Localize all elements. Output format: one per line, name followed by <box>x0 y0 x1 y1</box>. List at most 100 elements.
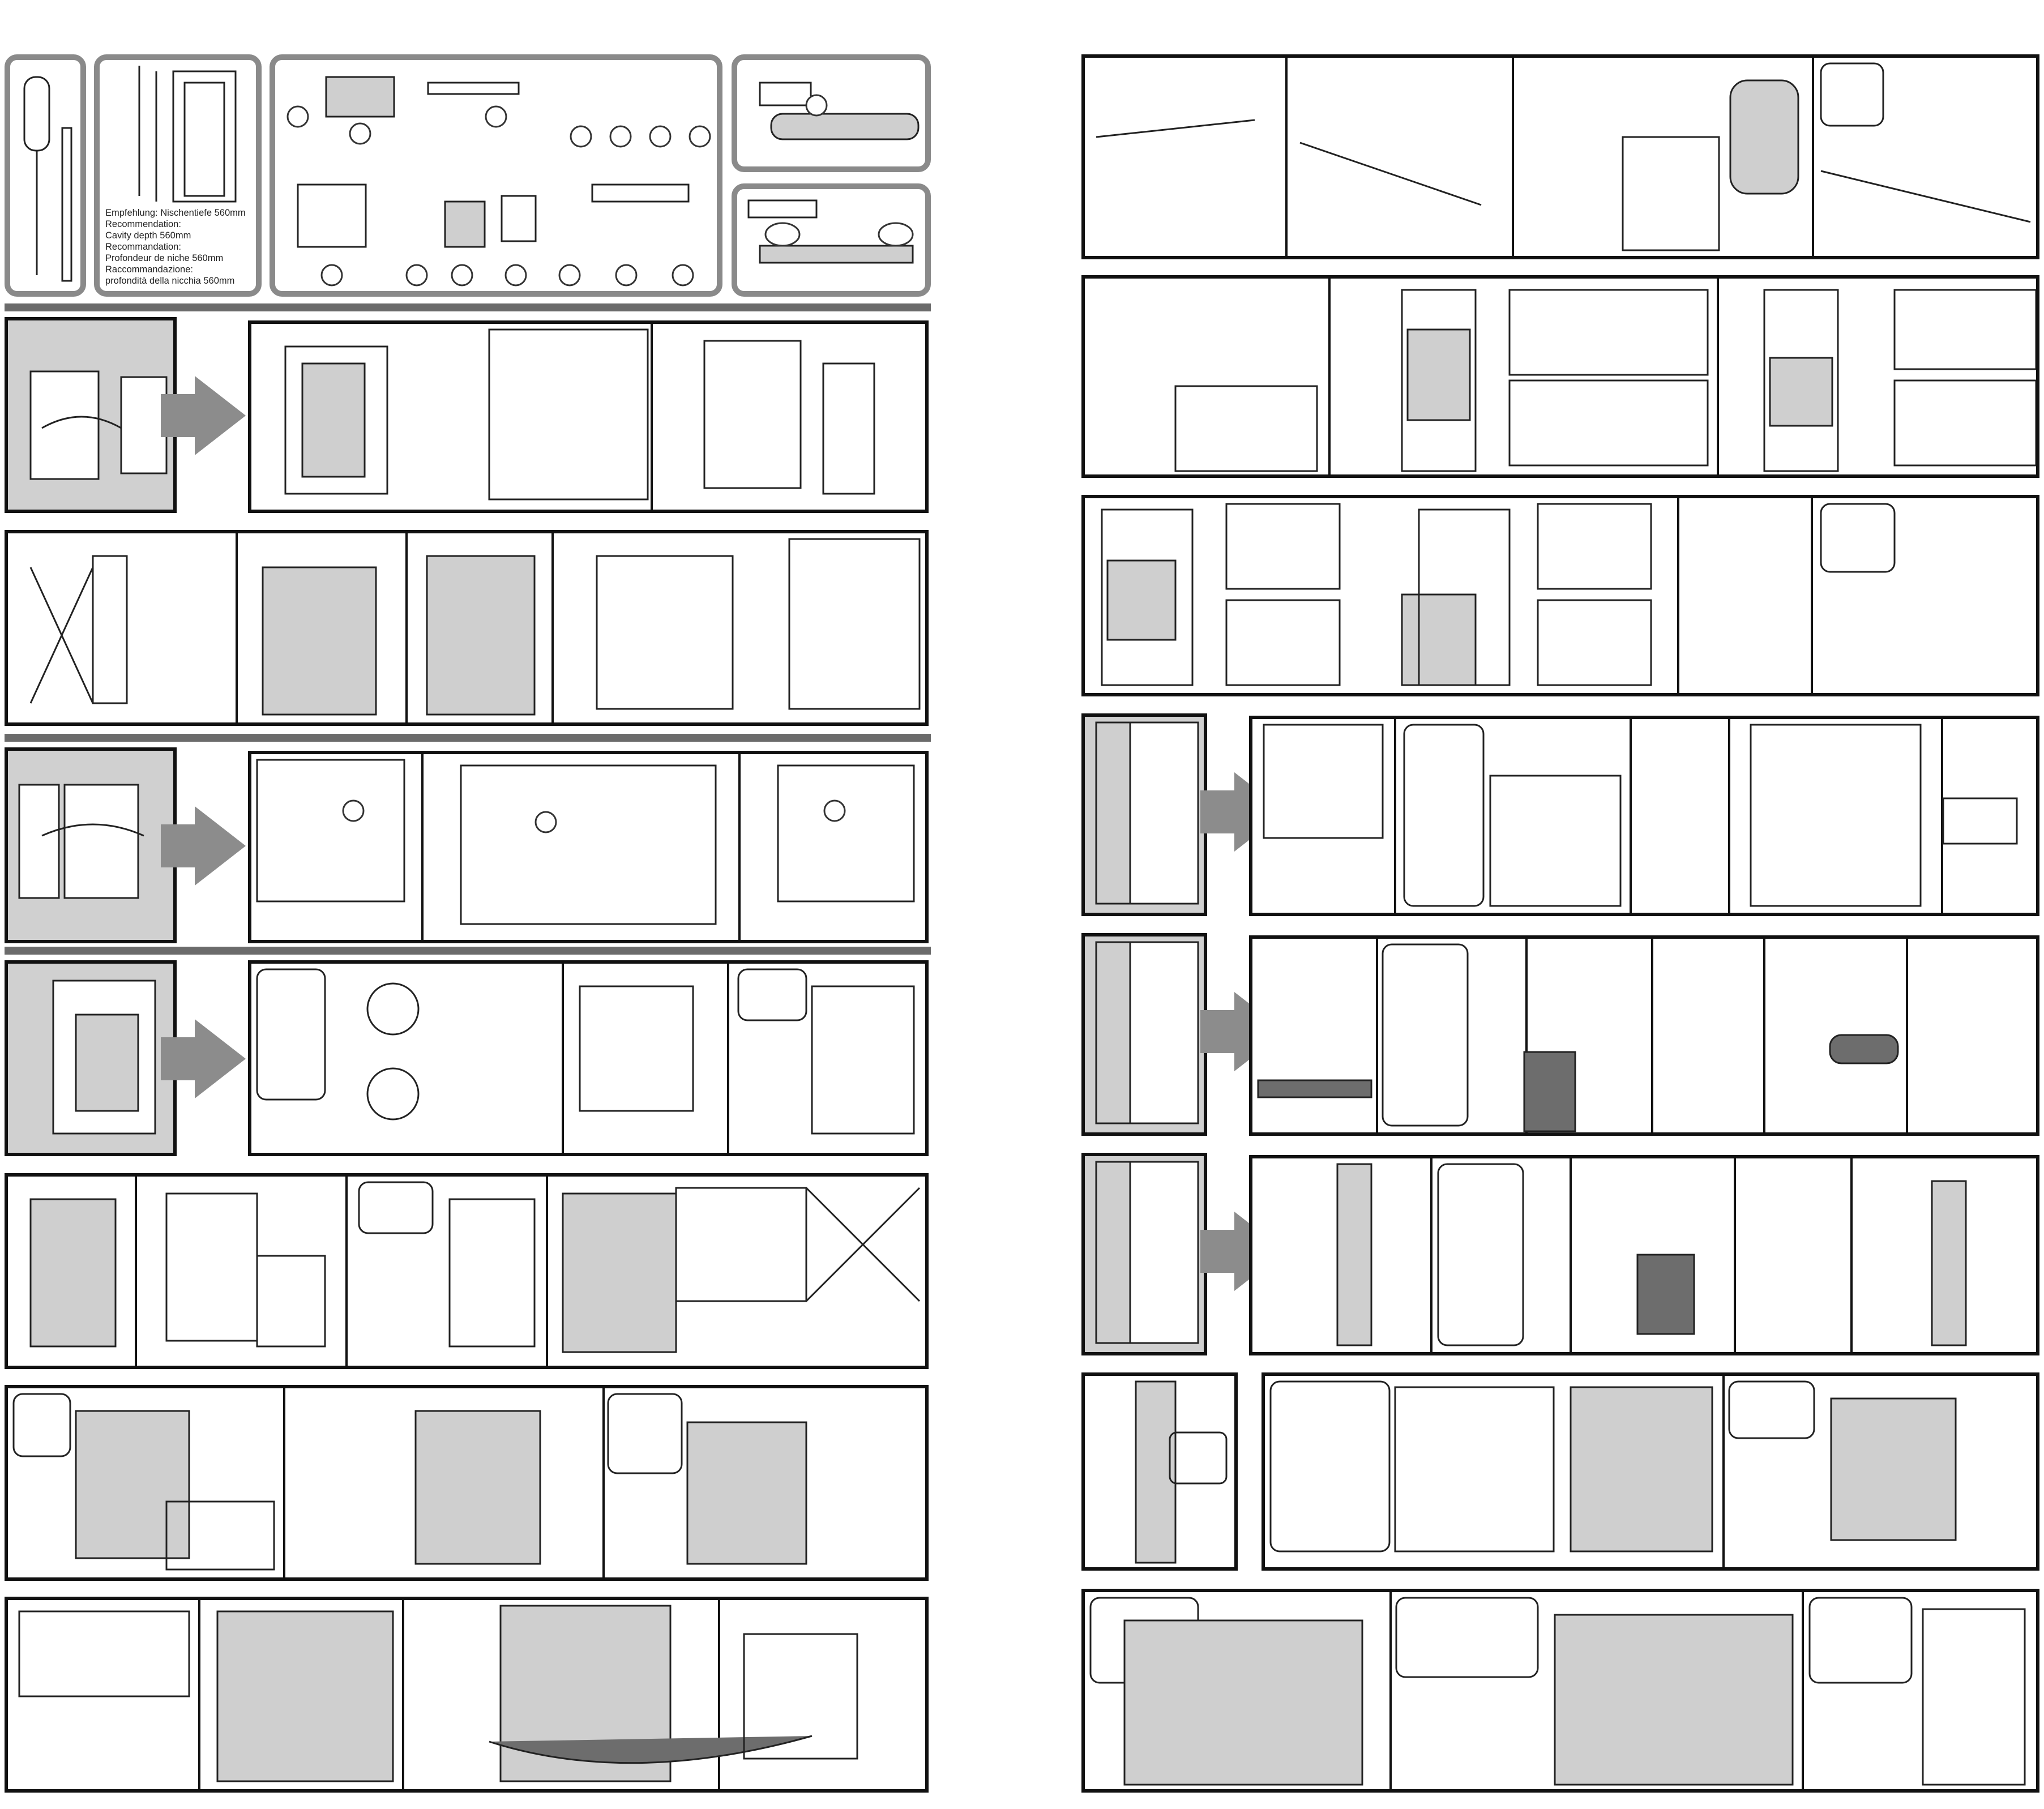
step-decor-door-overview <box>1081 713 1207 916</box>
second-fittings-illustration <box>1336 1163 1967 1346</box>
step-align-door <box>1081 495 2039 696</box>
note-italian-label: Raccommandazione: <box>105 264 193 275</box>
step-fit-handle-covers <box>1081 1589 2039 1793</box>
panel-divider <box>1651 939 1653 1132</box>
rail-mount-illustration <box>18 1605 858 1782</box>
panel-divider <box>1763 939 1765 1132</box>
panel-divider <box>1630 719 1632 913</box>
panel-divider <box>1850 1158 1853 1352</box>
step-second-door-overview <box>1081 1153 1207 1355</box>
door-alignment-illustration <box>1101 503 1896 686</box>
decor-door-illustration <box>1263 724 2018 907</box>
step-mount-second-fittings <box>1249 1155 2039 1355</box>
panel-divider <box>1906 939 1908 1132</box>
panel-divider <box>1394 719 1396 913</box>
hinge-removal-illustration <box>284 328 875 501</box>
panel-divider <box>1512 58 1514 256</box>
note-english-label: Recommendation: <box>105 219 181 229</box>
next-step-arrow <box>161 806 246 886</box>
bracket-mounting-illustration <box>256 968 915 1135</box>
panel-divider <box>602 1388 605 1577</box>
step-decor-fittings-overview <box>1081 933 1207 1136</box>
step-door-swap-overview <box>5 317 177 513</box>
panel-divider <box>1717 279 1719 474</box>
step-adjust-hinge <box>1081 275 2039 478</box>
tall-cabinet-icon <box>1095 721 1199 905</box>
panel-divider <box>738 754 741 940</box>
cover-parts-panel-bottom <box>732 183 931 297</box>
panel-divider <box>1525 939 1528 1132</box>
note-french-label: Recommandation: <box>105 242 181 252</box>
hammer-fittings-illustration <box>1257 943 1899 1132</box>
panel-divider <box>421 754 424 940</box>
drilling-illustration <box>1096 62 2031 251</box>
note-english-value: Cavity depth 560mm <box>105 230 191 241</box>
panel-divider <box>1376 939 1378 1132</box>
cavity-recommendation-note: Empfehlung: Nischentiefe 560mm Recommend… <box>105 207 246 286</box>
panel-divider <box>1728 719 1730 913</box>
panel-divider <box>1430 1158 1432 1352</box>
panel-divider <box>1570 1158 1572 1352</box>
panel-divider <box>562 964 564 1153</box>
panel-divider <box>727 964 729 1153</box>
seal-strip-illustration <box>1269 1380 1957 1553</box>
panel-divider <box>1811 498 1813 693</box>
right-page <box>1081 0 2044 1809</box>
step-mount-brackets <box>248 960 929 1156</box>
fridge-door-open-icon <box>29 370 168 480</box>
step-mount-rail-and-door <box>5 1597 929 1793</box>
step-slide-fridge-into-cabinet <box>5 1173 929 1369</box>
panel-divider <box>651 324 653 510</box>
hinge-screw-illustration <box>12 1393 807 1571</box>
handle-cover-icon <box>747 199 914 264</box>
insertion-illustration <box>29 1181 921 1353</box>
door-stop-illustration <box>256 759 915 925</box>
step-seal-strips <box>1262 1372 2039 1571</box>
cover-parts-panel-top <box>732 54 931 172</box>
built-in-fridge-icon <box>52 980 156 1135</box>
cavity-illustration <box>138 66 237 203</box>
step-install-into-cabinet-overview <box>5 960 177 1156</box>
step-fix-hinge-screws <box>5 1385 929 1581</box>
panel-divider <box>718 1600 720 1789</box>
section-separator <box>5 947 931 955</box>
step-door-swap-lower <box>5 747 177 943</box>
section-separator <box>5 734 931 742</box>
tools-panel <box>5 54 86 297</box>
next-step-arrow <box>161 376 246 455</box>
step-attach-decor-door <box>1249 716 2039 916</box>
parts-list-panel <box>270 54 722 297</box>
note-french-value: Profondeur de niche 560mm <box>105 253 224 263</box>
screwdriver-icon <box>23 76 72 282</box>
panel-divider <box>198 1600 200 1789</box>
step-reposition-door-stop <box>248 751 929 943</box>
note-german: Empfehlung: Nischentiefe 560mm <box>105 208 246 218</box>
step-swap-hinges <box>5 530 929 726</box>
fridge-door-swap-icon <box>18 784 144 899</box>
panel-divider <box>236 533 238 722</box>
panel-divider <box>1328 279 1331 474</box>
next-step-arrow <box>161 1019 246 1098</box>
cover-strip-icon <box>759 82 920 140</box>
parts-illustration <box>286 76 711 286</box>
note-italian-value: profondità della nicchia 560mm <box>105 276 235 286</box>
left-page: Empfehlung: Nischentiefe 560mm Recommend… <box>0 0 934 1809</box>
panel-divider <box>402 1600 404 1789</box>
panel-divider <box>1812 58 1814 256</box>
section-separator <box>5 303 931 311</box>
tall-cabinet-icon-2 <box>1095 941 1199 1124</box>
step-mark-and-drill <box>1081 54 2039 259</box>
panel-divider <box>1722 1376 1725 1567</box>
handle-cover-illustration <box>1089 1597 2026 1786</box>
hinge-adjust-illustration <box>1174 289 2036 472</box>
panel-divider <box>345 1177 348 1366</box>
panel-divider <box>1677 498 1679 693</box>
panel-divider <box>1389 1592 1392 1789</box>
panel-divider <box>405 533 408 722</box>
panel-divider <box>551 533 554 722</box>
cover-cap-illustration <box>1135 1380 1228 1564</box>
panel-divider <box>283 1388 285 1577</box>
hinge-swap-illustration <box>29 538 921 716</box>
step-cover-caps <box>1081 1372 1238 1571</box>
panel-divider <box>1941 719 1943 913</box>
